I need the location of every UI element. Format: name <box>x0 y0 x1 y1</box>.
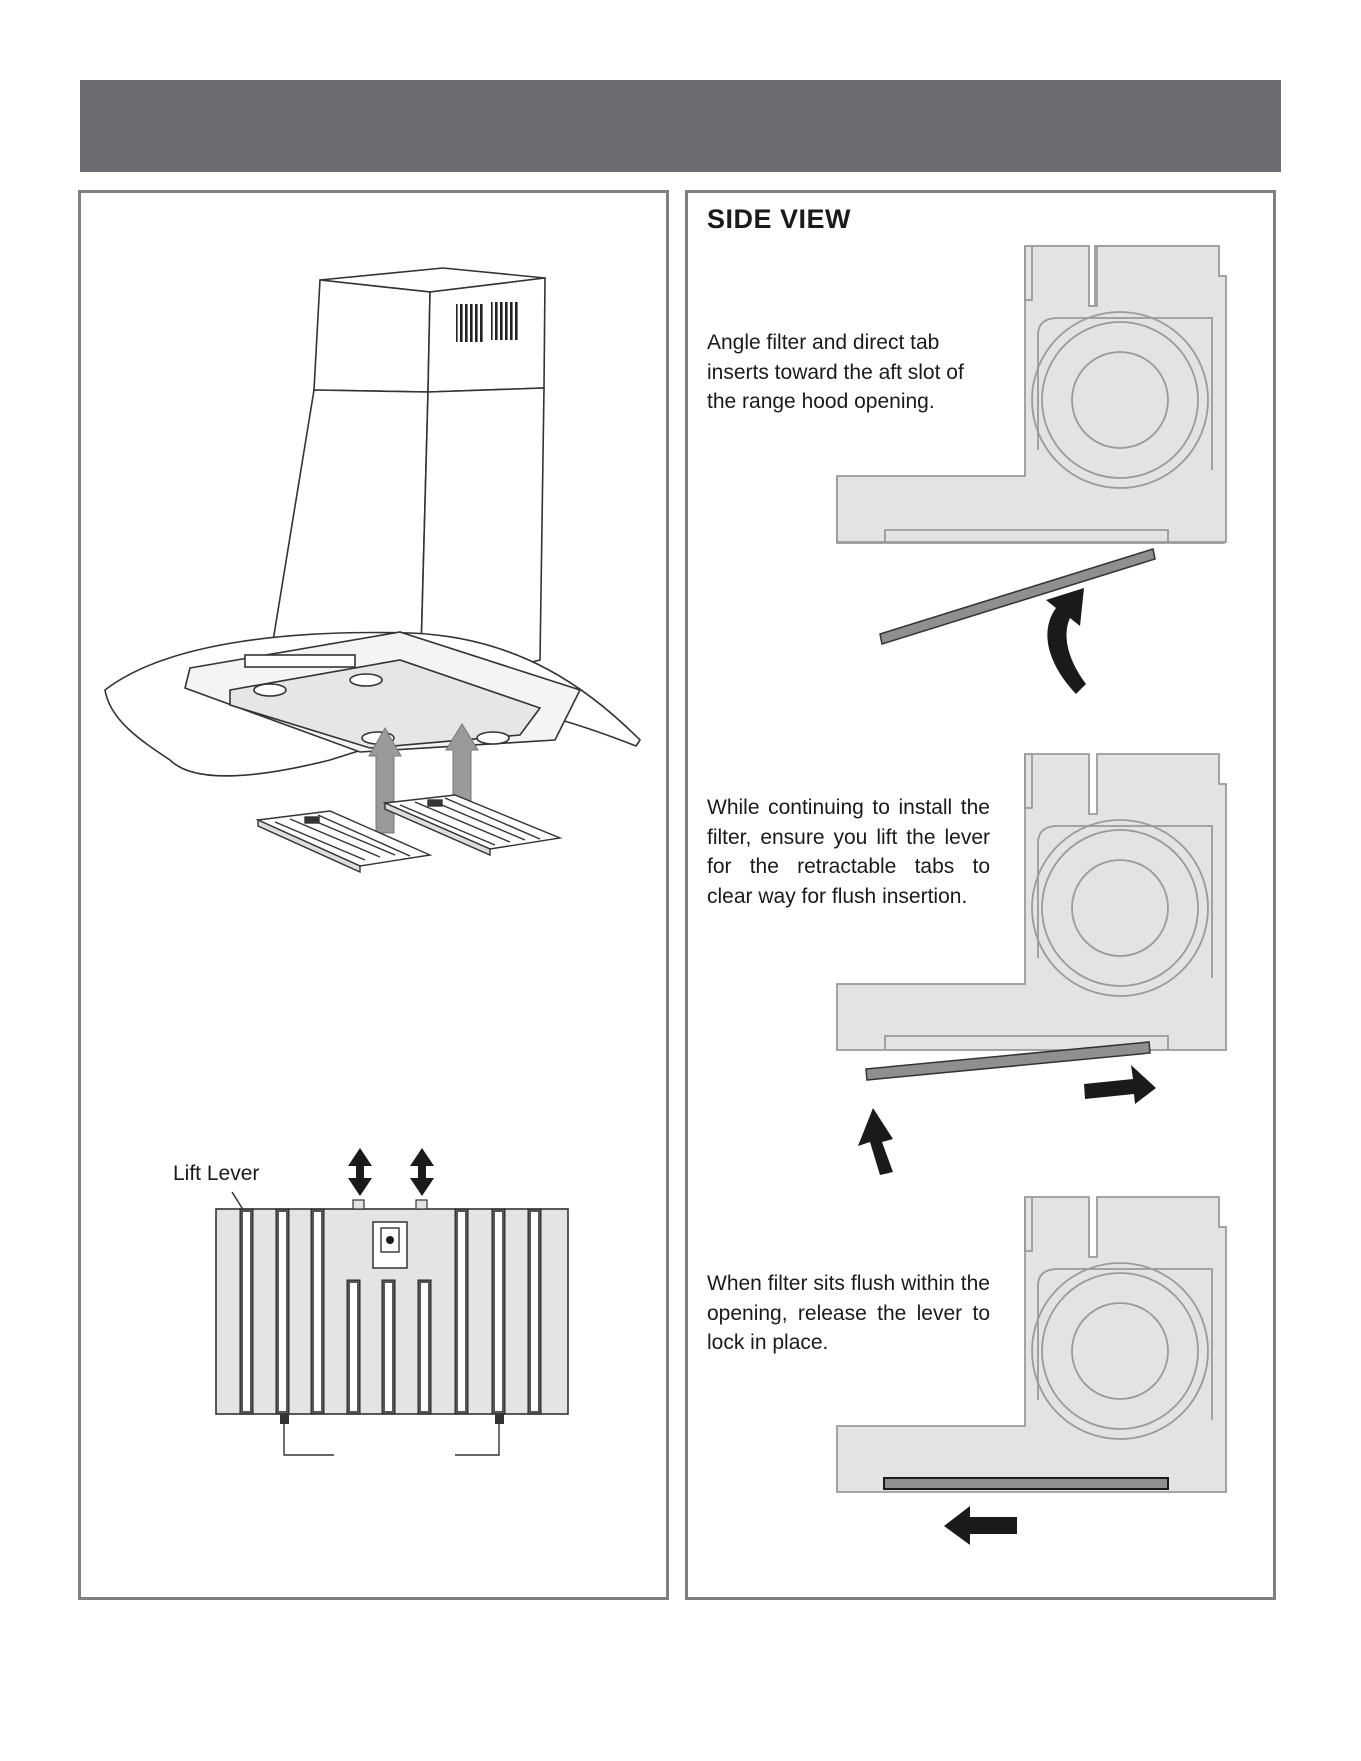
push-right-arrow-icon <box>1084 1065 1156 1104</box>
filter-bar-flush <box>883 1477 1169 1490</box>
hood-cross-section-1 <box>836 245 1227 543</box>
chimney-shape <box>264 267 546 692</box>
rotate-arrow-icon <box>1046 588 1086 694</box>
step-1-text: Angle filter and direct tab inserts towa… <box>707 331 964 413</box>
slide-left-arrow-icon <box>944 1506 1017 1545</box>
step-3-text: When filter sits flush within the openin… <box>707 1272 990 1354</box>
side-view-title: SIDE VIEW <box>707 204 852 234</box>
filter-plate-shape <box>215 1199 569 1456</box>
lift-lever-label: Lift Lever <box>173 1162 260 1185</box>
hood-cross-section-3 <box>836 1196 1227 1493</box>
filter-bar-angled <box>879 548 1156 645</box>
hood-cross-section-2 <box>836 753 1227 1051</box>
push-up-arrow-icon <box>858 1108 893 1175</box>
filter-bar-lifting <box>865 1041 1151 1081</box>
glass-canopy-shape <box>104 631 642 777</box>
step-2-text: While continuing to install the filter, … <box>707 796 990 908</box>
tab-up-down-arrows <box>348 1148 434 1196</box>
section-header-band <box>80 80 1281 172</box>
filters-shape <box>255 794 563 874</box>
